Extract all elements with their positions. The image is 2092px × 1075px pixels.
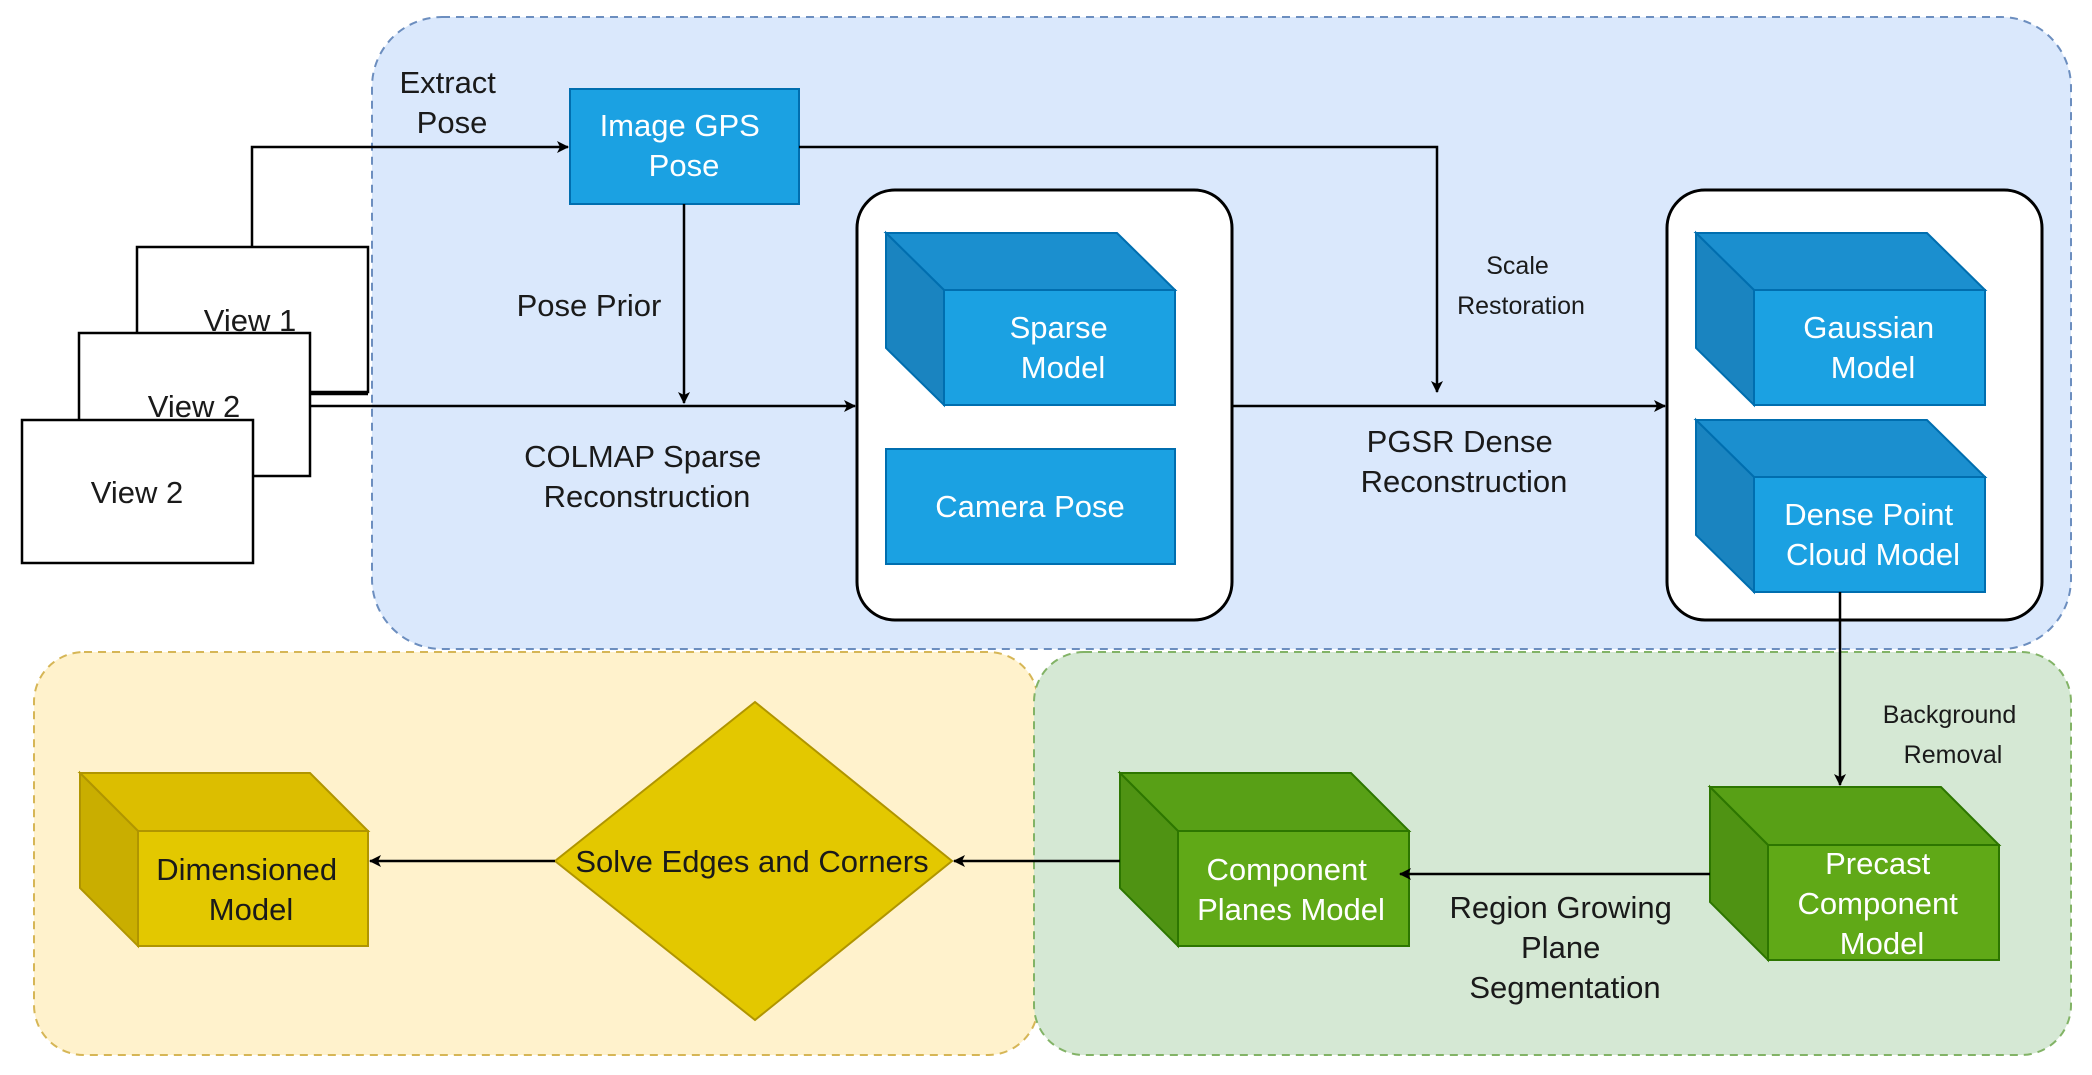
gaussian-model-node: Gaussian Model bbox=[1693, 230, 1988, 408]
view-image-front-label: View 2 bbox=[91, 475, 184, 510]
pgsr-label: PGSR Dense Reconstruction bbox=[1361, 424, 1568, 499]
scale-restoration-label: Scale Restoration bbox=[1457, 252, 1585, 320]
extract-pose-label: Extract Pose bbox=[399, 65, 504, 140]
precast-component-node: Precast Component Model bbox=[1707, 784, 2002, 963]
sparse-model-node: Sparse Model bbox=[883, 230, 1178, 408]
image-gps-pose-node bbox=[569, 88, 800, 205]
camera-pose-node bbox=[885, 448, 1176, 565]
dimensioned-model-node: Dimensioned Model bbox=[77, 770, 371, 949]
colmap-label: COLMAP Sparse Reconstruction bbox=[524, 439, 770, 514]
solve-edges-node bbox=[553, 700, 954, 1022]
dimensioned-model-label: Dimensioned Model bbox=[156, 852, 346, 927]
extract-pose-edge bbox=[250, 141, 569, 247]
component-planes-label: Component Planes Model bbox=[1197, 852, 1385, 927]
dense-point-cloud-label: Dense Point Cloud Model bbox=[1784, 497, 1962, 572]
image-gps-pose-label: Image GPS Pose bbox=[600, 108, 769, 183]
region-growing-label: Region Growing Plane Segmentation bbox=[1450, 890, 1681, 1005]
view-image-mid-label: View 2 bbox=[148, 389, 241, 424]
scale-restoration-edge bbox=[799, 145, 1443, 393]
component-planes-node: Component Planes Model bbox=[1117, 770, 1412, 949]
dense-point-cloud-node: Dense Point Cloud Model bbox=[1693, 417, 1988, 595]
view-image-front bbox=[20, 418, 255, 565]
gaussian-model-label: Gaussian Model bbox=[1803, 310, 1943, 385]
background-removal-label: Background Removal bbox=[1883, 701, 2023, 769]
pose-prior-label: Pose Prior bbox=[517, 288, 662, 323]
solve-edges-label: Solve Edges and Corners bbox=[575, 844, 928, 879]
precast-component-label: Precast Component Model bbox=[1798, 846, 1967, 961]
sparse-model-label: Sparse Model bbox=[1010, 310, 1117, 385]
camera-pose-label: Camera Pose bbox=[935, 489, 1125, 524]
